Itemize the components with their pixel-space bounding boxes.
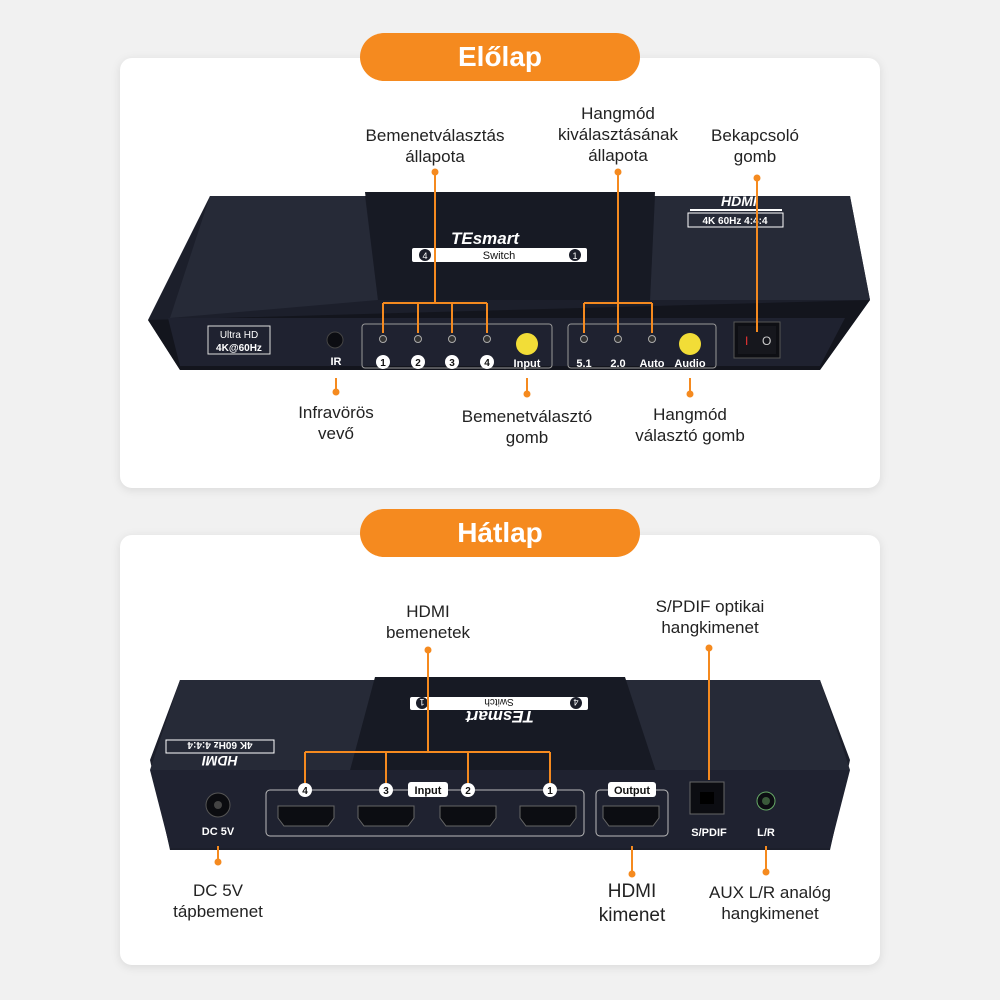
callout-audio-button: Hangmód választó gomb bbox=[635, 405, 745, 445]
callout-aux-out: AUX L/R analóg hangkimenet bbox=[709, 883, 831, 923]
callout-spdif-out: S/PDIF optikai hangkimenet bbox=[655, 597, 765, 637]
callout-hdmi-out: HDMI kimenet bbox=[598, 881, 666, 926]
callout-input-status: Bemenetválasztás állapota bbox=[365, 126, 505, 166]
callout-input-button: Bemenetválasztó gomb bbox=[461, 407, 593, 447]
front-panel-title: Előlap bbox=[360, 33, 640, 81]
callout-dc-in: DC 5V tápbemenet bbox=[173, 881, 263, 921]
callout-audio-status: Hangmód kiválasztásának állapota bbox=[557, 104, 678, 165]
back-panel-title: Hátlap bbox=[360, 509, 640, 557]
callout-ir-receiver: Infravörös vevő bbox=[298, 403, 374, 443]
callout-hdmi-inputs: HDMI bemenetek bbox=[385, 602, 471, 642]
callout-power-switch: Bekapcsoló gomb bbox=[711, 126, 799, 166]
